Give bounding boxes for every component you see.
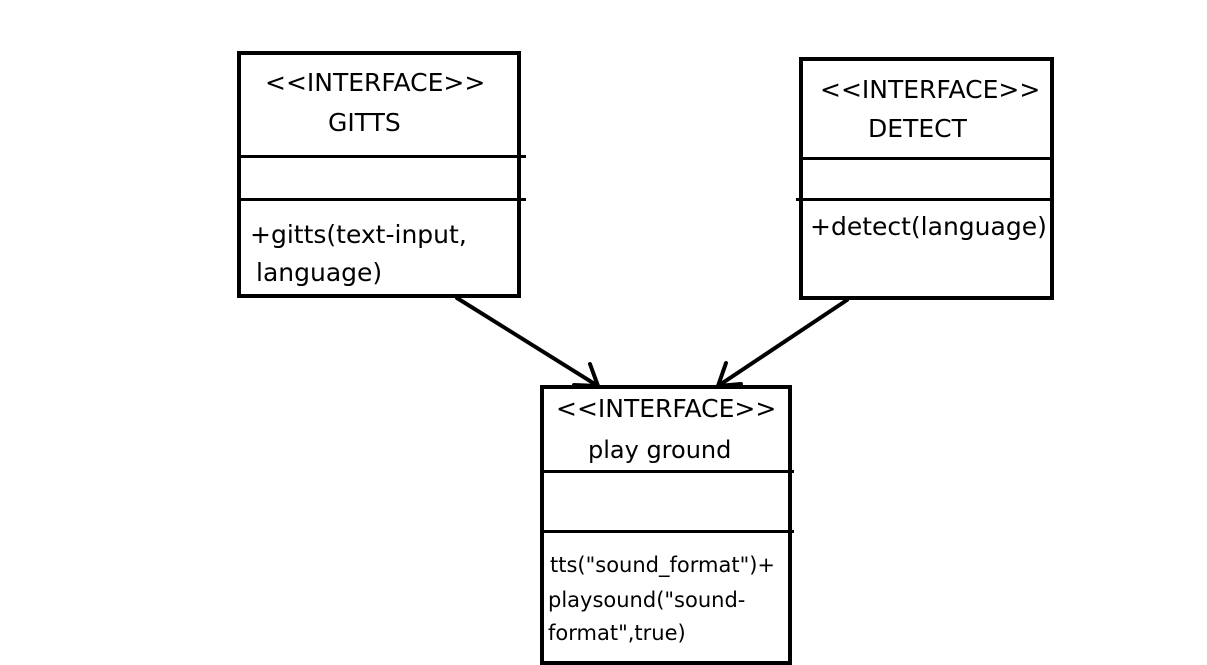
detect-divider-top (799, 157, 1054, 160)
gitts-stereotype: <<INTERFACE>> (265, 68, 486, 97)
gitts-method-line-1: +gitts(text-input, (250, 220, 467, 249)
playground-divider-bottom (540, 530, 794, 533)
detect-class-name: DETECT (868, 114, 967, 143)
gitts-class-name: GITTS (328, 108, 401, 137)
detect-method-line-1: +detect(language) (810, 212, 1047, 241)
gitts-method-line-2: language) (256, 258, 383, 287)
gitts-divider-bottom (237, 198, 526, 201)
playground-method-line-1: tts("sound_format")+ (550, 553, 776, 577)
detect-stereotype: <<INTERFACE>> (820, 75, 1041, 104)
arrowhead-detect (715, 361, 743, 389)
playground-method-line-3: format",true) (548, 621, 686, 645)
arrow-gitts-to-playground (455, 296, 600, 388)
arrow-detect-to-playground (716, 298, 849, 388)
playground-method-line-2: playsound("sound- (548, 588, 746, 612)
arrowhead-gitts (572, 362, 601, 389)
playground-stereotype: <<INTERFACE>> (556, 394, 777, 423)
gitts-divider-top (237, 155, 526, 158)
detect-divider-bottom (796, 198, 1054, 201)
class-box-detect (799, 57, 1054, 300)
playground-class-name: play ground (588, 436, 732, 464)
class-box-gitts (237, 51, 521, 298)
playground-divider-top (540, 470, 794, 473)
